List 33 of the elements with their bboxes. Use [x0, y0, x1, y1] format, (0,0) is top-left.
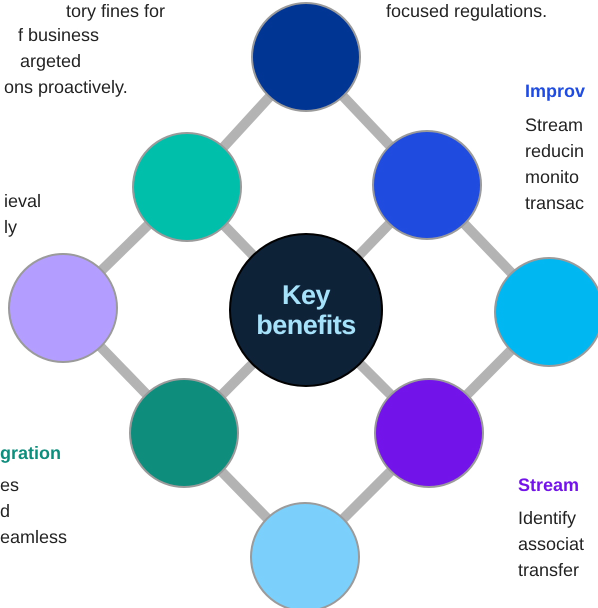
connector-band: [354, 220, 394, 260]
connector-band: [97, 220, 153, 275]
benefit-description: focused regulations.: [386, 0, 548, 22]
benefit-heading: gration: [0, 442, 61, 464]
benefit-description: monito: [525, 166, 580, 188]
benefit-description: argeted: [20, 50, 82, 72]
benefit-description: associat: [518, 533, 584, 555]
benefit-description: ieval: [4, 190, 42, 212]
benefit-description: tory fines for: [66, 0, 166, 22]
connector-band: [460, 220, 516, 278]
connector-band: [217, 467, 272, 523]
benefit-description: transac: [525, 192, 584, 214]
benefit-description: eamless: [0, 526, 68, 548]
connector-band: [220, 222, 258, 260]
center-title: Key benefits: [255, 280, 357, 340]
connector-band: [338, 466, 396, 524]
connector-band: [219, 92, 274, 152]
benefit-heading: Improv: [525, 80, 586, 102]
benefit-description: d: [0, 500, 10, 522]
connector-band: [356, 360, 396, 400]
connector-band: [218, 360, 257, 399]
benefit-description: ly: [4, 216, 17, 238]
connector-band: [338, 92, 394, 150]
benefit-description: f business: [18, 24, 100, 46]
connector-band: [96, 342, 151, 398]
benefit-description: Stream: [525, 114, 584, 136]
benefit-description: es: [0, 474, 20, 496]
connector-band: [462, 346, 516, 399]
benefit-description: ons proactively.: [4, 76, 128, 98]
benefit-description: transfer: [518, 559, 580, 581]
benefit-heading: Stream: [518, 474, 580, 496]
benefit-description: Identify: [518, 507, 576, 529]
benefit-description: reducin: [525, 140, 584, 162]
